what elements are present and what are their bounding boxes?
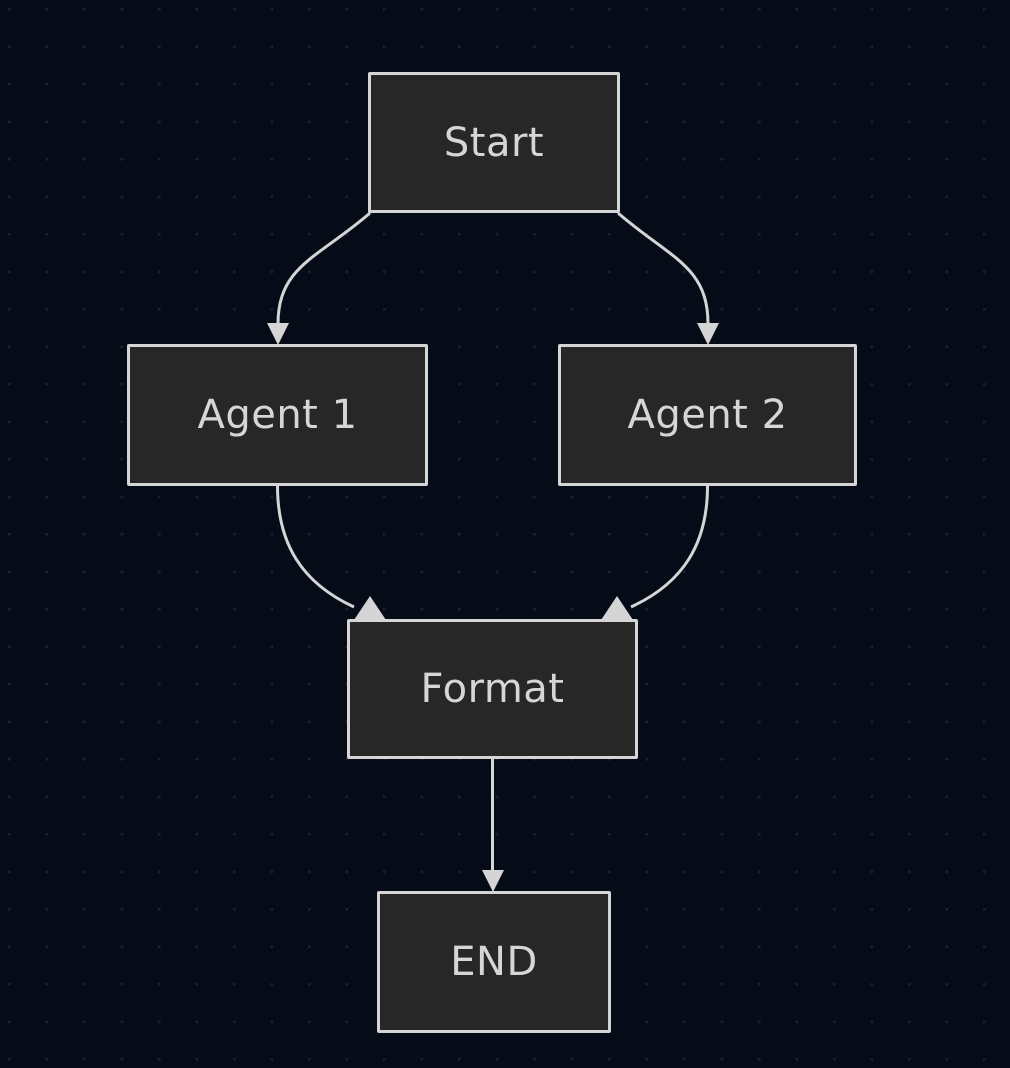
node-start[interactable]: Start [368,72,620,213]
arrowhead-format-end [482,870,504,892]
edge-start-agent1 [267,211,371,345]
node-agent2[interactable]: Agent 2 [558,344,857,486]
node-end[interactable]: END [377,891,611,1033]
edge-line-agent2-format [630,485,709,609]
arrowhead-agent1-format [354,596,386,620]
node-label-agent2: Agent 2 [627,392,788,438]
node-label-start: Start [443,119,545,166]
arrowhead-agent2-format [601,596,633,620]
node-label-end: END [450,939,538,985]
node-label-agent1: Agent 1 [197,392,358,438]
edge-format-end [482,759,504,892]
node-agent1[interactable]: Agent 1 [127,344,428,486]
edge-line-start-agent1 [276,211,371,325]
edge-start-agent2 [617,211,719,345]
arrowhead-start-agent2 [697,323,719,345]
edge-line-start-agent2 [617,211,710,325]
edge-agent1-format [276,485,386,620]
arrowhead-start-agent1 [267,323,289,345]
node-label-format: Format [420,666,565,712]
edge-agent2-format [601,485,709,620]
edge-line-agent1-format [276,485,355,609]
node-format[interactable]: Format [347,619,638,759]
